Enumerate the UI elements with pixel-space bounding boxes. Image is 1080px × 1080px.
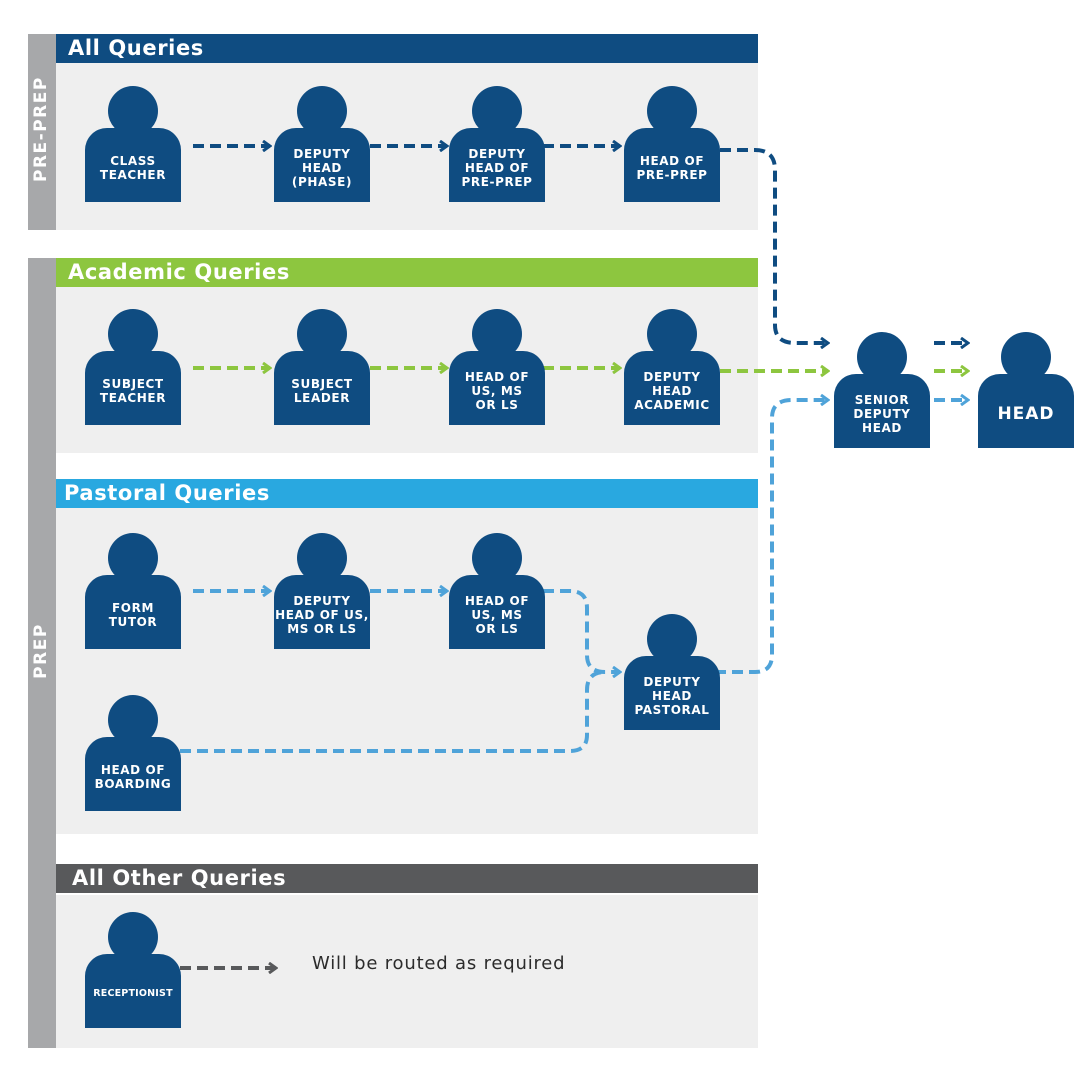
routing-note: Will be routed as required [312,953,566,974]
person-head-icon [472,309,522,359]
role-deputy-head-pastoral: DEPUTY HEAD PASTORAL [624,614,720,730]
person-head-icon [647,614,697,664]
arrow-deputy-head-pastoral-to-senior-deputy-head [715,400,828,674]
role-subject-leader: SUBJECT LEADER [274,309,370,425]
person-head-icon [297,86,347,136]
role-label: HEAD OF US, MS OR LS [464,594,530,636]
role-label: FORM TUTOR [108,601,158,629]
role-class-teacher: CLASS TEACHER [85,86,181,202]
role-label: DEPUTY HEAD OF US, MS OR LS [275,594,369,636]
person-head-icon [472,86,522,136]
person-body-icon: RECEPTIONIST [85,954,181,1028]
person-head-icon [108,309,158,359]
section-bar-pastoral-queries: Pastoral Queries [56,479,758,508]
arrow-head-us-ms-ls-to-deputy-head-pastoral [543,589,620,672]
role-label: DEPUTY HEAD PASTORAL [634,675,710,717]
role-label: HEAD OF PRE-PREP [636,154,708,182]
person-head-icon [108,912,158,962]
person-head-icon [108,533,158,583]
role-head-us-ms-ls-academic: HEAD OF US, MS OR LS [449,309,545,425]
person-head-icon [647,86,697,136]
person-head-icon [297,309,347,359]
person-body-icon: HEAD [978,374,1074,448]
role-label: HEAD OF BOARDING [94,763,172,791]
role-label: RECEPTIONIST [93,988,173,999]
role-label: CLASS TEACHER [99,154,167,182]
role-head-preprep: HEAD OF PRE-PREP [624,86,720,202]
section-bar-academic-queries: Academic Queries [56,258,758,287]
person-body-icon: HEAD OF BOARDING [85,737,181,811]
role-deputy-head-academic: DEPUTY HEAD ACADEMIC [624,309,720,425]
role-label: DEPUTY HEAD ACADEMIC [634,370,710,412]
person-body-icon: DEPUTY HEAD OF PRE-PREP [449,128,545,202]
person-head-icon [108,86,158,136]
role-deputy-head-preprep: DEPUTY HEAD OF PRE-PREP [449,86,545,202]
role-head: HEAD [978,332,1074,448]
person-head-icon [297,533,347,583]
person-body-icon: DEPUTY HEAD PASTORAL [624,656,720,730]
person-body-icon: DEPUTY HEAD OF US, MS OR LS [274,575,370,649]
role-receptionist: RECEPTIONIST [85,912,181,1028]
role-deputy-head-phase: DEPUTY HEAD (PHASE) [274,86,370,202]
arrow-head-preprep-to-senior-deputy-head [720,148,828,343]
person-head-icon [647,309,697,359]
role-subject-teacher: SUBJECT TEACHER [85,309,181,425]
person-body-icon: HEAD OF US, MS OR LS [449,575,545,649]
role-form-tutor: FORM TUTOR [85,533,181,649]
person-body-icon: SENIOR DEPUTY HEAD [834,374,930,448]
person-body-icon: HEAD OF US, MS OR LS [449,351,545,425]
role-label: SUBJECT TEACHER [99,377,167,405]
role-senior-deputy-head: SENIOR DEPUTY HEAD [834,332,930,448]
person-head-icon [1001,332,1051,382]
role-deputy-head-us-ms-ls: DEPUTY HEAD OF US, MS OR LS [274,533,370,649]
person-body-icon: DEPUTY HEAD ACADEMIC [624,351,720,425]
section-bar-all-queries: All Queries [56,34,758,63]
prep-sidebar [28,258,56,1048]
person-body-icon: FORM TUTOR [85,575,181,649]
section-bar-other-queries: All Other Queries [56,864,758,893]
role-label: SENIOR DEPUTY HEAD [853,393,911,435]
role-head-of-boarding: HEAD OF BOARDING [85,695,181,811]
role-label: HEAD OF US, MS OR LS [464,370,530,412]
person-body-icon: HEAD OF PRE-PREP [624,128,720,202]
person-head-icon [472,533,522,583]
person-head-icon [857,332,907,382]
person-body-icon: DEPUTY HEAD (PHASE) [274,128,370,202]
role-label: DEPUTY HEAD OF PRE-PREP [461,147,533,189]
arrow-head-boarding-to-deputy-head-pastoral [180,670,606,753]
role-label: HEAD [997,404,1055,424]
role-label: DEPUTY HEAD (PHASE) [291,147,353,189]
person-body-icon: CLASS TEACHER [85,128,181,202]
person-body-icon: SUBJECT LEADER [274,351,370,425]
role-head-us-ms-ls-pastoral: HEAD OF US, MS OR LS [449,533,545,649]
role-label: SUBJECT LEADER [291,377,353,405]
preprep-sidebar [28,34,56,230]
person-head-icon [108,695,158,745]
person-body-icon: SUBJECT TEACHER [85,351,181,425]
